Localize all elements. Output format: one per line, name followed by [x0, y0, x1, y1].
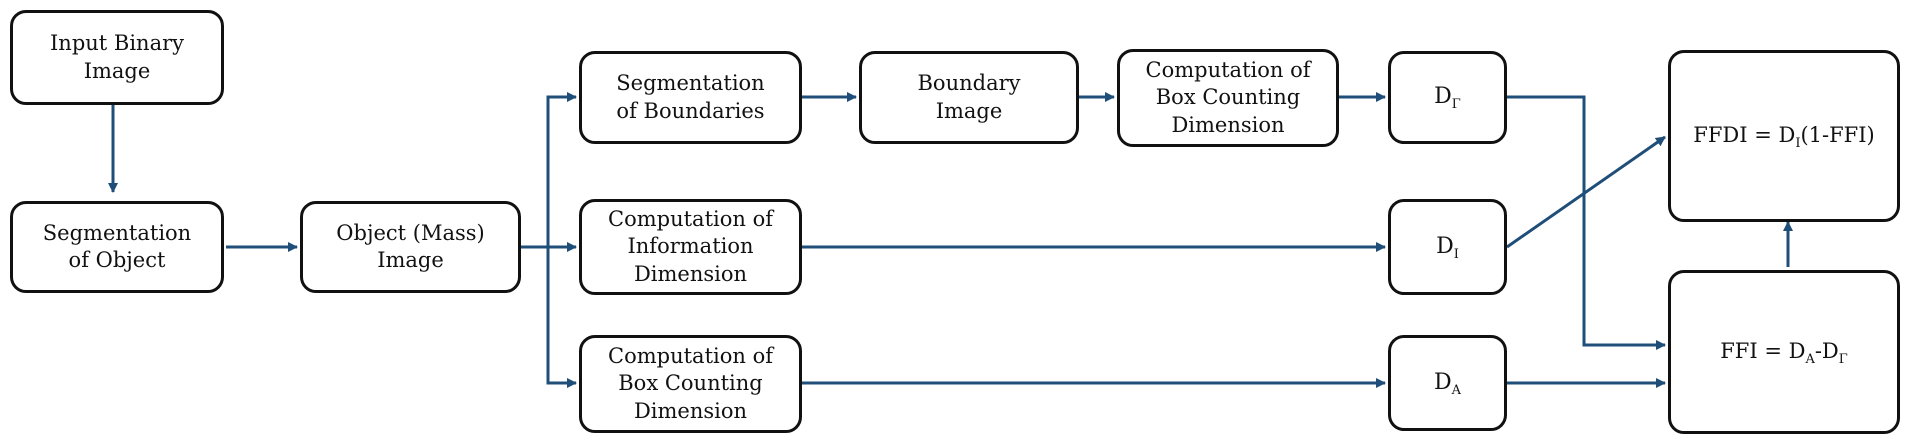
node-label-line: of Object — [68, 248, 166, 272]
arrow-object-to-boundaries — [521, 92, 577, 249]
symbol-base: D — [1433, 369, 1452, 395]
ffi-node: FFI = DA-DΓ — [1668, 270, 1900, 434]
boundary-image-node: Boundary Image — [859, 51, 1079, 144]
node-label-line: Image — [377, 248, 444, 272]
ffi-formula: FFI = DA-DΓ — [1720, 338, 1848, 368]
formula-text: -D — [1814, 339, 1839, 364]
formula-subscript: A — [1805, 352, 1815, 368]
node-label-line: Dimension — [633, 261, 748, 286]
arrow-d-gamma-to-ffi — [1507, 95, 1666, 350]
node-label-line: Segmentation — [616, 71, 765, 96]
formula-text: FFI = D — [1720, 339, 1806, 364]
segmentation-of-boundaries-node: Segmentation of Boundaries — [579, 51, 802, 144]
segmentation-of-object-node: Segmentation of Object — [10, 201, 224, 293]
d-a-label: DA — [1434, 369, 1461, 398]
arrow-d-i-to-ffdi — [1506, 135, 1666, 249]
node-label-line: Input Binary — [50, 31, 184, 56]
ffdi-node: FFDI = DI(1-FFI) — [1668, 50, 1900, 222]
symbol-subscript: I — [1453, 246, 1459, 262]
node-label-line: Box Counting — [618, 371, 763, 396]
input-binary-image-node: Input Binary Image — [10, 10, 224, 105]
node-label-line: of Boundaries — [616, 98, 765, 123]
node-label-line: Information — [627, 234, 754, 259]
d-gamma-label: DΓ — [1434, 83, 1461, 112]
node-label-line: Image — [935, 98, 1003, 123]
node-label-line: Image — [83, 58, 151, 83]
node-label-line: Object (Mass) — [336, 220, 485, 245]
d-i-label: DI — [1436, 233, 1459, 262]
formula-subscript: Γ — [1838, 352, 1848, 368]
symbol-subscript: Γ — [1451, 97, 1461, 113]
symbol-base: D — [1436, 233, 1454, 259]
node-label-line: Boundary — [917, 71, 1021, 96]
d-a-node: DA — [1388, 335, 1507, 431]
node-label-line: Dimension — [1171, 112, 1285, 137]
box-counting-boundary-node: Computation of Box Counting Dimension — [1117, 49, 1339, 147]
information-dimension-node: Computation of Information Dimension — [579, 199, 802, 295]
box-counting-mass-node: Computation of Box Counting Dimension — [579, 335, 802, 433]
node-label-line: Segmentation — [42, 220, 192, 245]
node-label-line: Computation of — [1145, 58, 1311, 83]
object-mass-image-node: Object (Mass) Image — [300, 201, 521, 293]
symbol-base: D — [1434, 84, 1452, 110]
node-label-line: Computation of — [608, 207, 773, 232]
d-gamma-node: DΓ — [1388, 51, 1507, 144]
d-i-node: DI — [1388, 199, 1507, 295]
symbol-subscript: A — [1451, 382, 1462, 398]
node-label-line: Box Counting — [1155, 85, 1301, 110]
formula-text: FFDI = D — [1693, 123, 1796, 148]
formula-text: (1-FFI) — [1800, 123, 1875, 148]
node-label-line: Computation of — [608, 344, 773, 369]
ffdi-formula: FFDI = DI(1-FFI) — [1693, 122, 1875, 152]
formula-subscript: I — [1795, 136, 1801, 152]
node-label-line: Dimension — [633, 398, 748, 423]
arrow-object-to-box-counting — [546, 247, 577, 388]
